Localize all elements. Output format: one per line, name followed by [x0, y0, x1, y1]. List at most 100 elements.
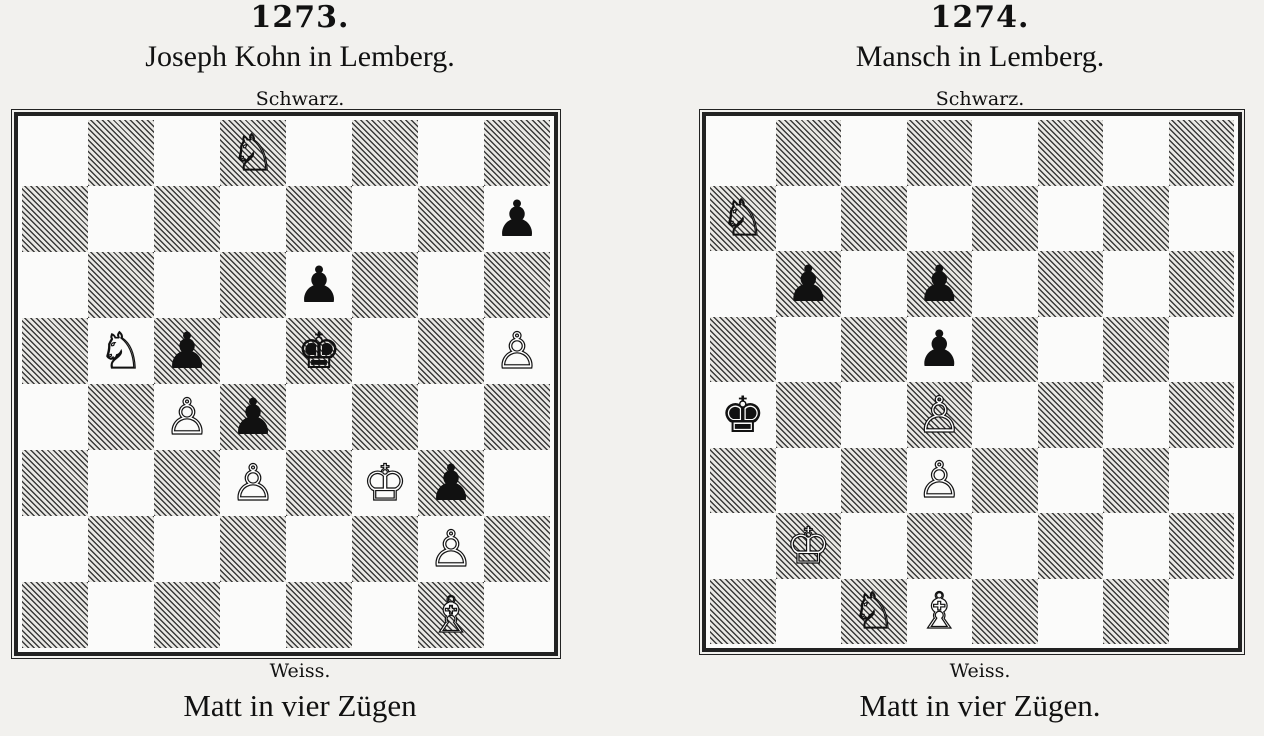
- board-square: [352, 120, 418, 186]
- board-square: [710, 120, 776, 186]
- board-square: [418, 384, 484, 450]
- board-square: [841, 513, 907, 579]
- board-square: [484, 384, 550, 450]
- board-square: ♗: [906, 578, 972, 644]
- board-square: [1168, 578, 1234, 644]
- board-square: ♙: [220, 450, 286, 516]
- chess-problem-1273: 1273. Joseph Kohn in Lemberg. Schwarz. ♘…: [0, 0, 600, 736]
- board-square: [220, 186, 286, 252]
- board-square: [710, 316, 776, 382]
- board-square: [1103, 120, 1169, 186]
- board-square: [710, 578, 776, 644]
- board-square: [841, 382, 907, 448]
- board-square: [972, 513, 1038, 579]
- board-square: [1037, 316, 1103, 382]
- board-square: [418, 252, 484, 318]
- board-square: ♘: [710, 185, 776, 251]
- board-square: ♟: [154, 318, 220, 384]
- board-square: [1103, 447, 1169, 513]
- problem-task: Matt in vier Zügen: [183, 688, 417, 723]
- problem-number: 1274.: [930, 0, 1030, 35]
- board-square: [154, 516, 220, 582]
- white-pawn-piece: ♙: [230, 454, 276, 512]
- board-square: [88, 186, 154, 252]
- board-square: [1168, 120, 1234, 186]
- black-side-label: Schwarz.: [935, 88, 1025, 110]
- board-square: ♟: [418, 450, 484, 516]
- board-square: [352, 252, 418, 318]
- chessboard: ♘♟♟♘♟♚♙♙♟♙♔♟♙♗: [22, 120, 550, 648]
- board-square: ♟: [484, 186, 550, 252]
- board-square: [775, 382, 841, 448]
- board-square: [1037, 120, 1103, 186]
- board-square: [286, 450, 352, 516]
- white-pawn-piece: ♙: [164, 388, 210, 446]
- white-knight-piece: ♘: [851, 582, 897, 641]
- board-square: [1037, 185, 1103, 251]
- white-pawn-piece: ♙: [916, 385, 962, 444]
- black-king-piece: ♚: [720, 385, 766, 444]
- board-square: [841, 316, 907, 382]
- problem-author: Mansch in Lemberg.: [855, 40, 1105, 73]
- board-square: [88, 252, 154, 318]
- black-pawn-piece: ♟: [230, 388, 276, 446]
- board-square: [88, 450, 154, 516]
- board-square: [22, 516, 88, 582]
- board-square: [484, 516, 550, 582]
- board-square: [972, 316, 1038, 382]
- chessboard: ♘♟♟♟♚♙♙♔♘♗: [710, 120, 1234, 644]
- board-square: [1037, 251, 1103, 317]
- board-square: ♚: [286, 318, 352, 384]
- board-square: [22, 120, 88, 186]
- problem-number: 1273.: [250, 0, 350, 35]
- board-square: [1103, 251, 1169, 317]
- board-square: [972, 120, 1038, 186]
- board-square: [154, 252, 220, 318]
- board-square: [484, 252, 550, 318]
- white-side-label: Weiss.: [269, 660, 331, 682]
- board-square: [906, 513, 972, 579]
- white-knight-piece: ♘: [98, 322, 144, 380]
- board-square: ♙: [154, 384, 220, 450]
- black-pawn-piece: ♟: [916, 320, 962, 379]
- white-pawn-piece: ♙: [916, 451, 962, 510]
- board-square: [972, 578, 1038, 644]
- board-square: [22, 384, 88, 450]
- board-square: ♔: [775, 513, 841, 579]
- board-square: [22, 318, 88, 384]
- board-square: [1037, 447, 1103, 513]
- chess-problem-1274: 1274. Mansch in Lemberg. Schwarz. ♘♟♟♟♚♙…: [680, 0, 1264, 736]
- board-square: [1103, 513, 1169, 579]
- board-square: [841, 251, 907, 317]
- board-square: [154, 120, 220, 186]
- board-square: [1103, 382, 1169, 448]
- board-square: ♗: [418, 582, 484, 648]
- board-square: [484, 450, 550, 516]
- black-pawn-piece: ♟: [916, 254, 962, 313]
- board-square: ♚: [710, 382, 776, 448]
- board-square: ♙: [906, 447, 972, 513]
- chessboard-frame: ♘♟♟♘♟♚♙♙♟♙♔♟♙♗: [11, 109, 561, 659]
- white-bishop-piece: ♗: [916, 582, 962, 641]
- problem-task: Matt in vier Zügen.: [859, 688, 1101, 723]
- board-square: [88, 120, 154, 186]
- board-square: [775, 578, 841, 644]
- board-square: ♟: [906, 251, 972, 317]
- black-pawn-piece: ♟: [428, 454, 474, 512]
- board-square: [352, 186, 418, 252]
- black-king-piece: ♚: [296, 322, 342, 380]
- board-square: [710, 251, 776, 317]
- board-square: [906, 185, 972, 251]
- board-square: [154, 582, 220, 648]
- board-square: ♟: [286, 252, 352, 318]
- board-square: ♘: [88, 318, 154, 384]
- white-side-label: Weiss.: [949, 660, 1011, 682]
- board-square: [972, 251, 1038, 317]
- board-square: ♙: [418, 516, 484, 582]
- board-square: [710, 447, 776, 513]
- board-square: [352, 318, 418, 384]
- board-square: [1037, 513, 1103, 579]
- board-square: [841, 120, 907, 186]
- board-square: [88, 516, 154, 582]
- board-square: ♙: [906, 382, 972, 448]
